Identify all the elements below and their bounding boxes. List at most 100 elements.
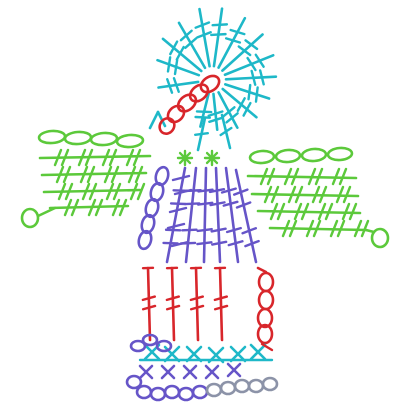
dc-crossbar	[249, 85, 251, 99]
dc-crossbar	[143, 306, 155, 309]
double-crochet-icon	[225, 55, 273, 75]
single-crochet-icon	[162, 366, 174, 378]
dc-stem	[199, 9, 209, 66]
dc-stem	[186, 168, 196, 262]
dc-crossbar	[168, 57, 170, 71]
dc-crossbar	[167, 297, 179, 300]
chain-stitch-icon	[91, 132, 118, 146]
dc-crossbar	[177, 47, 184, 60]
dc-stem	[226, 77, 276, 80]
wing-tail-line	[366, 230, 374, 232]
slip-stitch-icon	[178, 151, 192, 165]
double-crochet-icon	[225, 84, 269, 101]
chain-stitch-icon	[259, 273, 273, 291]
double-crochet-icon	[157, 57, 198, 75]
chain-stitch-icon	[137, 386, 151, 398]
body-region	[137, 166, 259, 262]
dc-crossbar	[252, 71, 256, 85]
dc-stem	[204, 168, 206, 262]
dc-crossbar	[181, 31, 192, 40]
dc-crossbar	[185, 203, 199, 204]
dc-crossbar	[175, 60, 177, 74]
dc-crossbar	[171, 203, 185, 204]
double-crochet-icon	[197, 168, 212, 262]
dc-crossbar	[170, 42, 177, 55]
wing-tail-line	[38, 208, 55, 216]
dc-stem	[226, 168, 238, 262]
chain-stitch-icon	[302, 148, 327, 162]
double-crochet-icon	[355, 221, 368, 236]
dc-crossbar	[191, 306, 203, 309]
dc-crossbar	[212, 242, 226, 245]
dc-crossbar	[164, 243, 178, 244]
dc-stem	[220, 268, 222, 340]
dc-crossbar	[256, 87, 258, 101]
dc-stem	[148, 268, 150, 340]
chain-stitch-icon	[157, 115, 178, 136]
dc-stem	[159, 82, 199, 88]
dc-crossbar	[238, 98, 245, 111]
beak-stroke	[150, 112, 158, 128]
single-crochet-icon	[140, 366, 152, 378]
chain-stitch-icon	[179, 388, 193, 400]
chain-stitch-icon	[276, 149, 301, 163]
chain-stitch-icon	[328, 147, 353, 161]
dc-crossbar	[227, 113, 238, 122]
dc-stem	[196, 268, 198, 340]
head-region	[150, 9, 276, 150]
slip-stitch-icon	[205, 151, 219, 165]
chain-stitch-icon	[127, 376, 141, 388]
dc-crossbar	[223, 107, 234, 116]
dc-crossbar	[182, 230, 196, 231]
chain-stitch-icon	[263, 378, 277, 390]
dc-crossbar	[185, 38, 196, 47]
chain-stitch-icon	[165, 103, 188, 126]
chain-stitch-icon	[221, 382, 235, 394]
dc-crossbar	[166, 230, 180, 231]
double-crochet-icon	[167, 268, 179, 340]
body-row-stroke	[173, 176, 189, 180]
dc-crossbar	[136, 167, 142, 182]
dc-crossbar	[138, 184, 144, 199]
chain-stitch-icon	[207, 384, 221, 396]
dc-stem	[216, 168, 220, 262]
dc-crossbar	[212, 229, 226, 232]
chain-stitch-icon	[259, 291, 273, 309]
dc-crossbar	[215, 306, 227, 309]
single-crochet-icon	[251, 345, 265, 359]
single-crochet-icon	[184, 366, 196, 378]
double-crochet-icon	[131, 184, 144, 199]
double-crochet-icon	[143, 268, 155, 340]
dc-crossbar	[198, 229, 212, 231]
dc-crossbar	[191, 297, 203, 300]
dc-stem	[236, 170, 256, 262]
right-wing-region	[248, 147, 388, 247]
dc-crossbar	[244, 103, 251, 116]
dc-crossbar	[196, 117, 210, 118]
double-crochet-icon	[234, 170, 258, 262]
dc-crossbar	[350, 204, 356, 219]
tail-region	[127, 335, 277, 400]
dc-crossbar	[131, 184, 137, 199]
double-crochet-icon	[191, 268, 203, 340]
dc-crossbar	[195, 133, 208, 135]
double-crochet-icon	[179, 23, 205, 68]
dc-stem	[172, 268, 174, 340]
dc-crossbar	[260, 70, 264, 84]
double-crochet-icon	[215, 268, 227, 340]
chain-stitch-icon	[235, 380, 249, 392]
lower-body-region	[143, 268, 273, 343]
dc-crossbar	[197, 111, 211, 112]
dc-crossbar	[120, 200, 126, 215]
dc-stem	[213, 94, 217, 130]
dc-crossbar	[143, 297, 155, 300]
single-crochet-icon	[228, 364, 240, 376]
left-wing-region	[22, 130, 219, 227]
wing-row-line	[42, 173, 146, 175]
chain-stitch-icon	[193, 386, 207, 398]
dc-stem	[167, 168, 185, 262]
dc-crossbar	[215, 297, 227, 300]
double-crochet-icon	[181, 168, 201, 262]
body-row-stroke	[168, 224, 184, 228]
